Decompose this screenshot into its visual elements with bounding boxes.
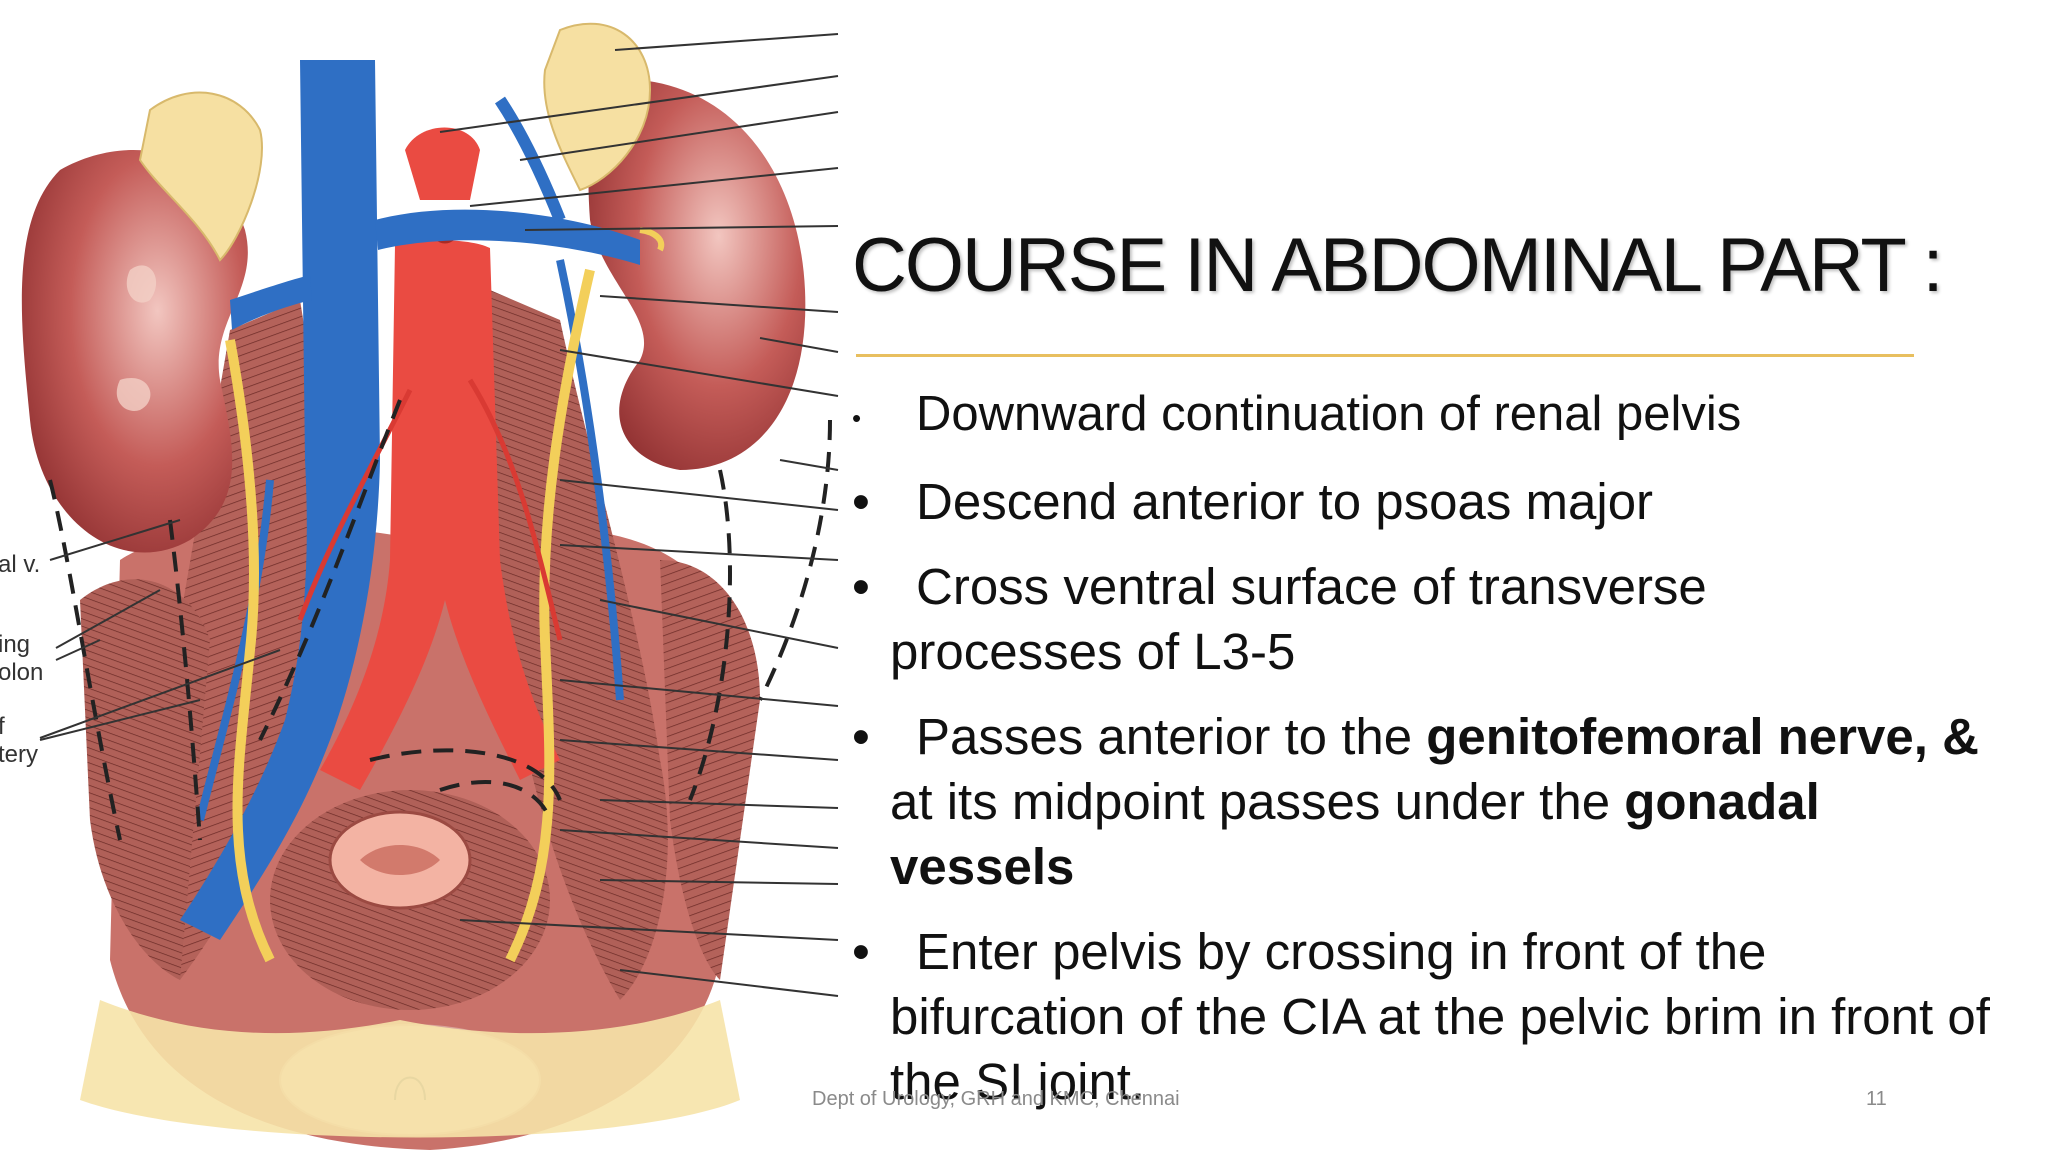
anatomy-illustration: al v. ing olon f tery [0, 22, 839, 1150]
figure-label-fragment: olon [0, 659, 43, 686]
right-adrenal-gland [543, 22, 652, 192]
left-iliacus-muscle [80, 579, 210, 980]
bullet-dot: • [852, 923, 870, 980]
figure-label-fragment: al v. [0, 551, 40, 578]
gonadal-artery [467, 378, 563, 641]
left-adrenal-gland [138, 91, 263, 262]
slide-title: COURSE IN ABDOMINAL PART : [852, 223, 1944, 308]
bullet-list: • Downward continuation of renal pelvis … [852, 382, 1992, 1114]
figure-label-fragment: ing [0, 631, 30, 658]
bullet-text: Enter pelvis by crossing in front of the… [890, 923, 1990, 1110]
left-gonadal-vein [196, 479, 274, 821]
bullet-text: Cross ventral surface of transverse [916, 558, 1707, 615]
celiac-trunk [405, 127, 480, 200]
inferior-vena-cava [180, 60, 380, 940]
footer-text: Dept of Urology, GRH and KMC, Chennai [812, 1088, 1180, 1110]
bullet-text-continued: processes of L3-5 [890, 623, 1296, 680]
right-gonadal-vein [556, 259, 624, 701]
bullet-text: at its midpoint passes under the [890, 773, 1625, 830]
bullet-dot: • [852, 473, 870, 530]
bullet-item: • Descend anterior to psoas major [852, 469, 1992, 534]
left-ureter [225, 339, 275, 963]
left-kidney [21, 150, 248, 553]
left-renal-vein [230, 275, 312, 330]
aorta [320, 240, 560, 791]
bullet-emphasis: gonadal vessels [890, 773, 1820, 895]
figure-label-fragment: f [0, 713, 5, 740]
bullet-text: Passes anterior to the [916, 708, 1427, 765]
bullet-item: • Passes anterior to the genitofemoral n… [852, 704, 1992, 899]
slide-number: 11 [1866, 1088, 1887, 1110]
bullet-item: • Downward continuation of renal pelvis [852, 382, 1992, 447]
leader-lines [39, 33, 839, 997]
title-divider [856, 354, 1914, 357]
bullet-item: • Cross ventral surface of transverse pr… [852, 554, 1992, 684]
renal-vein-branch [495, 96, 566, 223]
bullet-dot: • [852, 558, 870, 615]
bullet-dot: • [852, 403, 862, 433]
right-iliacus-muscle [660, 560, 760, 980]
right-ureter [505, 268, 595, 963]
right-psoas-muscle [490, 290, 668, 1000]
bullet-item: • Enter pelvis by crossing in front of t… [852, 919, 1992, 1114]
figure-label-fragment: tery [0, 741, 38, 768]
bullet-dot: • [852, 708, 870, 765]
right-renal-vein [375, 209, 640, 265]
bullet-emphasis: genitofemoral nerve, & [1426, 708, 1979, 765]
bullet-text: Downward continuation of renal pelvis [916, 387, 1742, 441]
bullet-text: Descend anterior to psoas major [916, 473, 1654, 530]
